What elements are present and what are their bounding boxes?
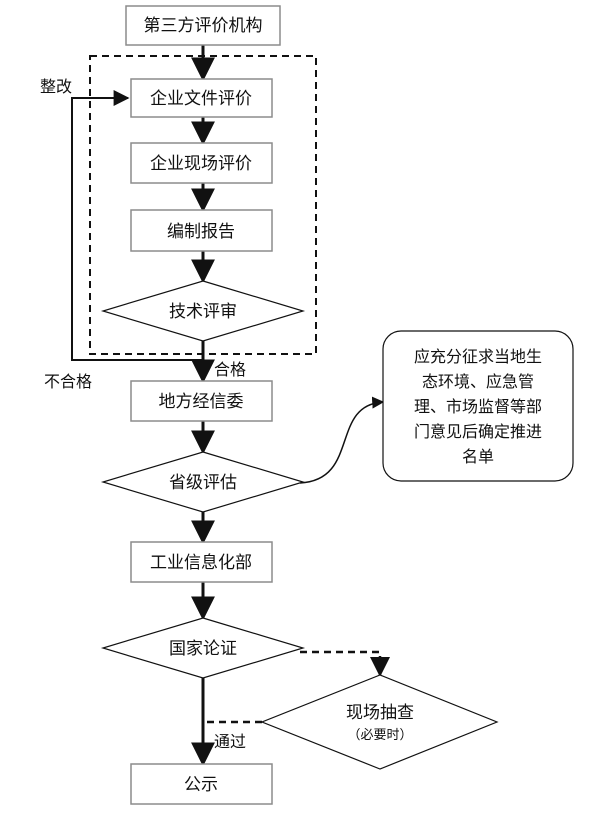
note-box: 应充分征求当地生 态环境、应急管 理、市场监督等部 门意见后确定推进 名单 bbox=[382, 330, 574, 482]
node-spot-check-label: 现场抽查 bbox=[346, 703, 414, 723]
node-publicity-label: 公示 bbox=[184, 775, 218, 795]
rectify-label: 整改 bbox=[40, 77, 72, 96]
node-local-commission-label: 地方经信委 bbox=[159, 392, 244, 412]
approved-label: 通过 bbox=[214, 732, 246, 751]
node-provincial-eval: 省级评估 bbox=[100, 451, 306, 513]
pass-label: 合格 bbox=[214, 360, 246, 379]
node-third-party: 第三方评价机构 bbox=[125, 5, 281, 46]
node-miit-label: 工业信息化部 bbox=[150, 553, 252, 573]
node-report: 编制报告 bbox=[130, 209, 273, 252]
node-national-review-label: 国家论证 bbox=[169, 639, 237, 659]
node-spot-check: 现场抽查 （必要时） bbox=[260, 674, 499, 770]
note-line: 门意见后确定推进 bbox=[414, 422, 542, 441]
fail-label: 不合格 bbox=[44, 372, 92, 391]
node-report-label: 编制报告 bbox=[167, 222, 235, 242]
node-miit: 工业信息化部 bbox=[130, 541, 273, 583]
node-spot-check-note: （必要时） bbox=[347, 728, 412, 743]
spot-check-branch bbox=[300, 650, 390, 677]
node-third-party-label: 第三方评价机构 bbox=[144, 16, 263, 36]
note-line: 态环境、应急管 bbox=[422, 372, 534, 391]
note-line: 理、市场监督等部 bbox=[414, 397, 542, 416]
node-national-review: 国家论证 bbox=[100, 617, 306, 679]
node-tech-review-label: 技术评审 bbox=[169, 302, 237, 322]
note-line: 名单 bbox=[462, 447, 494, 466]
node-local-commission: 地方经信委 bbox=[130, 380, 273, 422]
note-line: 应充分征求当地生 bbox=[414, 347, 542, 366]
node-tech-review: 技术评审 bbox=[100, 280, 306, 342]
node-doc-eval-label: 企业文件评价 bbox=[150, 89, 252, 109]
rectify-loop bbox=[71, 90, 203, 361]
node-provincial-eval-label: 省级评估 bbox=[169, 473, 237, 493]
node-publicity: 公示 bbox=[130, 763, 273, 805]
node-site-eval: 企业现场评价 bbox=[130, 142, 273, 184]
node-doc-eval: 企业文件评价 bbox=[130, 78, 273, 118]
note-connector bbox=[299, 396, 385, 484]
node-site-eval-label: 企业现场评价 bbox=[150, 154, 252, 174]
